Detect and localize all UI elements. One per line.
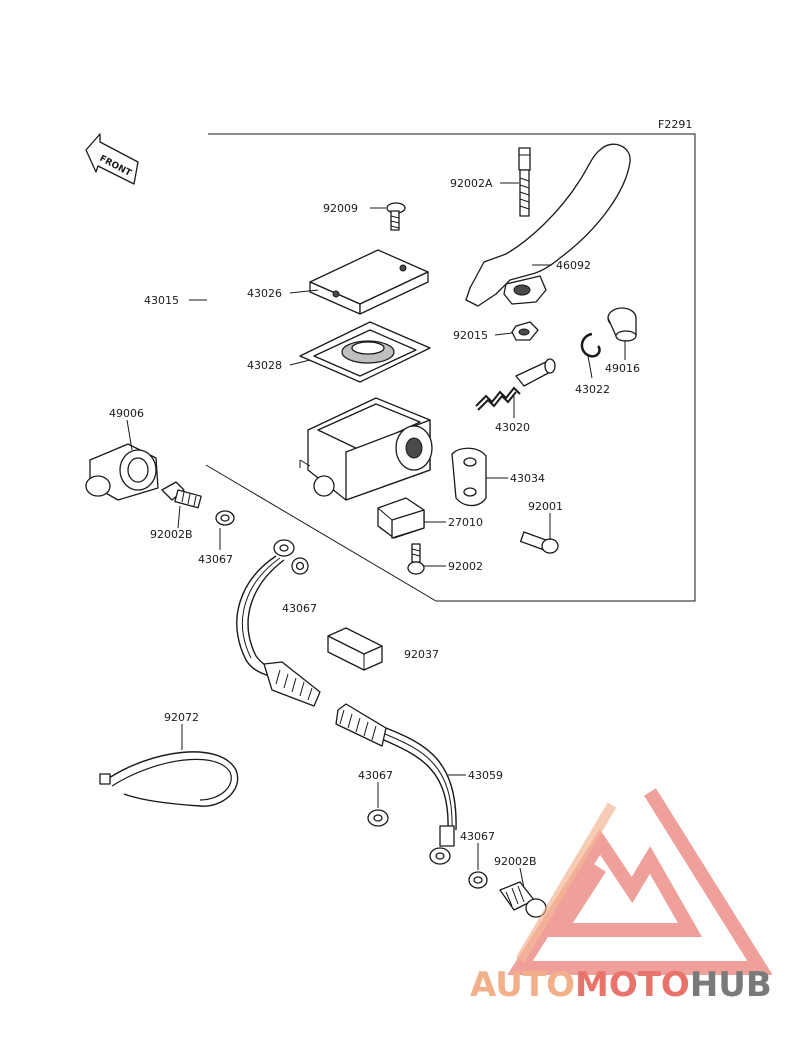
- cable-tie-92072-icon: [99, 751, 239, 807]
- label-49016: 49016: [605, 362, 640, 375]
- label-43067-d: 43067: [460, 830, 495, 843]
- label-92002B-bottom: 92002B: [494, 855, 537, 868]
- label-92037: 92037: [404, 648, 439, 661]
- washer-43067-c-icon: [367, 809, 389, 827]
- brake-hose-upper-icon: [236, 539, 321, 707]
- clamp-92037-icon: [327, 627, 383, 671]
- label-43059: 43059: [468, 769, 503, 782]
- label-43067-b: 43067: [282, 602, 317, 615]
- figure-code: F2291: [658, 118, 692, 131]
- washer-43067-b-icon: [291, 557, 309, 575]
- label-49006: 49006: [109, 407, 144, 420]
- boot-49016-icon: [607, 307, 637, 342]
- screw-92002A-icon: [518, 147, 531, 217]
- lever-46092-icon: [465, 143, 631, 307]
- label-92015: 92015: [453, 329, 488, 342]
- bolt-92002B-top-icon: [161, 481, 202, 509]
- cap-43026-icon: [309, 249, 429, 315]
- label-43022: 43022: [575, 383, 610, 396]
- watermark-text: AUTOMOTOHUB: [470, 965, 772, 1005]
- cap-49006-icon: [85, 443, 159, 501]
- label-92002B-top: 92002B: [150, 528, 193, 541]
- front-arrow-icon: FRONT: [85, 133, 139, 185]
- bolt-92002B-bottom-icon: [499, 881, 547, 918]
- piston-43020-icon: [475, 358, 556, 411]
- nut-92015-icon: [511, 321, 539, 341]
- washer-43067-a-icon: [215, 510, 235, 526]
- circlip-43022-icon: [580, 332, 601, 358]
- label-43015: 43015: [144, 294, 179, 307]
- label-27010: 27010: [448, 516, 483, 529]
- label-92072: 92072: [164, 711, 199, 724]
- label-92001: 92001: [528, 500, 563, 513]
- label-92009: 92009: [323, 202, 358, 215]
- master-cylinder-body-icon: [299, 397, 433, 501]
- washer-43067-d-icon: [468, 871, 488, 889]
- brake-hose-lower-icon: [335, 703, 457, 865]
- bolt-92001-icon: [519, 531, 559, 554]
- label-43028: 43028: [247, 359, 282, 372]
- label-43034: 43034: [510, 472, 545, 485]
- watermark-auto: AUTO: [470, 965, 575, 1005]
- label-46092: 46092: [556, 259, 591, 272]
- leader-lines: [126, 182, 626, 889]
- screw-92009-icon: [386, 202, 406, 231]
- label-43026: 43026: [247, 287, 282, 300]
- assembly-outline: [205, 133, 696, 602]
- label-92002: 92002: [448, 560, 483, 573]
- diaphragm-43028-icon: [299, 321, 431, 383]
- watermark-hub: HUB: [690, 965, 772, 1005]
- label-43020: 43020: [495, 421, 530, 434]
- label-43067-a: 43067: [198, 553, 233, 566]
- watermark-logo: [507, 788, 773, 975]
- screw-92002-icon: [407, 543, 425, 575]
- label-43067-c: 43067: [358, 769, 393, 782]
- switch-27010-icon: [377, 497, 425, 539]
- clamp-43034-icon: [451, 447, 487, 507]
- label-92002A: 92002A: [450, 177, 493, 190]
- watermark-moto: MOTO: [575, 965, 690, 1005]
